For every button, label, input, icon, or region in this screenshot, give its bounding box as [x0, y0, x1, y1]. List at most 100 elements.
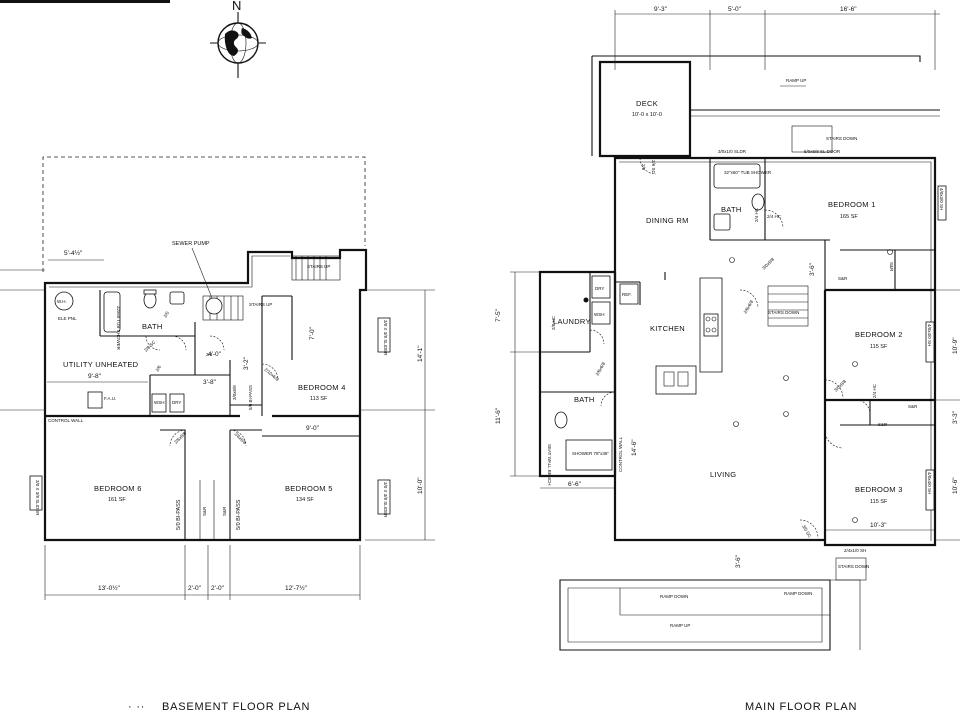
- bath-top-label: BATH: [721, 205, 742, 214]
- main-dim-14-6: 14'-6": [631, 439, 638, 456]
- dim-12-7: 12'-7½": [285, 584, 308, 592]
- utility-room-label: UTILITY UNHEATED: [63, 360, 139, 369]
- basement-door-210: 2/10x6/8: [263, 367, 280, 382]
- dim-3-2: 3'-2": [243, 356, 250, 370]
- basement-door-26c: 2/6x6/8: [233, 431, 247, 445]
- basement-stairs-up-label: STAIRS UP: [307, 264, 330, 269]
- main-window-r1-label: 4/0x3/0 SH: [939, 188, 944, 210]
- dim-2-0a: 2'-0": [188, 585, 202, 592]
- main-door-30: 3/0x6/8: [761, 256, 775, 270]
- main-dim-10-9: 10'-9": [952, 337, 959, 354]
- basement-window-r1: [377, 317, 391, 353]
- basement-dryer-label: DRY: [172, 400, 181, 405]
- bedroom-5-area: 134 SF: [296, 497, 314, 503]
- stairs-down-mid: STAIRS DOWN: [768, 310, 799, 315]
- main-washer-icon: [591, 301, 611, 325]
- basement-door-30: 3/0x6/8: [232, 385, 237, 400]
- main-door-26b: 2/6x6/8: [595, 361, 607, 377]
- main-dim-3-6b: 3'-6": [735, 554, 742, 568]
- bedroom-6-label: BEDROOM 6: [94, 484, 142, 493]
- range-icon: [703, 313, 719, 337]
- upper-footprint-dashed: [42, 156, 366, 272]
- main-door-24sh: 2/4x1/0 SH: [844, 548, 866, 553]
- main-door-26sc: 2/6 SC: [651, 160, 656, 175]
- living-room-label: LIVING: [710, 470, 736, 479]
- front-ramp: [559, 579, 831, 651]
- main-door-26c: 2/6x6/8: [743, 299, 755, 315]
- basement-sr-1: S&R: [202, 506, 207, 516]
- basement-bath-label: BATH: [142, 322, 163, 331]
- compass-north-label: N: [232, 0, 241, 13]
- dim-9-0: 9'-0": [306, 425, 320, 432]
- deck-outline: [598, 60, 692, 158]
- compass: N: [210, 0, 266, 78]
- main-washer-label: WSH: [594, 312, 605, 317]
- main-door-24: 2/4 HC: [767, 214, 782, 219]
- basement-window-r1-label: 3/0 X 3/8 SLIDER: [383, 320, 388, 356]
- dim-9-8: 9'-8": [88, 373, 102, 380]
- main-window-r3: [925, 469, 935, 511]
- main-dim-11-6: 11'-6": [495, 407, 502, 424]
- main-outer-wall: [613, 156, 937, 547]
- bedroom-6-area: 161 SF: [108, 497, 126, 503]
- basement-sr-2: S&R: [222, 506, 227, 516]
- ramp-down-1: RAMP DOWN: [660, 594, 688, 599]
- kitchen-island: [655, 365, 697, 395]
- main-dryer-icon: [591, 275, 611, 299]
- stairs-down-top: STAIRS DOWN: [826, 136, 857, 141]
- stairs-down-bot: STAIRS DOWN: [838, 564, 869, 569]
- main-window-r3-label: 4/0x4/0 SH: [927, 472, 932, 494]
- main-dim-3-3: 3'-3": [952, 410, 959, 424]
- laundry-wing: [538, 270, 615, 478]
- dim-14-1: 14'-1": [417, 345, 424, 362]
- water-heater-label: W.H.: [57, 299, 67, 304]
- title-block-bar: [0, 0, 170, 3]
- main-dim-5-0: 5'-0": [728, 6, 742, 13]
- ramp-down-2: RAMP DOWN: [784, 591, 812, 596]
- main-window-r2-label: 4/0x4/0 SH: [927, 324, 932, 346]
- bedroom-5-label: BEDROOM 5: [285, 484, 333, 493]
- dim-10-0: 10'-0": [417, 477, 424, 494]
- main-plan-title: MAIN FLOOR PLAN: [745, 701, 857, 713]
- bedroom-3-label: BEDROOM 3: [855, 485, 903, 494]
- main-toilet-icon-2: [554, 411, 568, 429]
- basement-window-r2-label: 3/0 X 3/8 SLIDER: [383, 482, 388, 518]
- basement-stairs-up-label-2: STAIRS UP: [249, 302, 272, 307]
- main-control-wall: CONTROL WALL: [618, 436, 623, 472]
- dim-13-0: 13'-0½": [98, 584, 121, 592]
- main-dryer-label: DRY: [595, 286, 604, 291]
- main-window-r2: [925, 321, 935, 363]
- sewer-pump-label: SEWER PUMP: [172, 241, 210, 247]
- main-toilet-icon-1: [751, 193, 765, 211]
- basement-door-24: 2/4: [206, 352, 213, 357]
- dim-4-0: 4'-0": [208, 351, 222, 358]
- basement-window-left-label: 3/0 X 3/8 SLIDER: [35, 480, 40, 516]
- main-door-24c: 2/4 HC: [872, 383, 877, 398]
- basement-bipass-3: 5/0 BI-PASS: [248, 385, 253, 410]
- basement-window-r2: [377, 479, 391, 515]
- bipass-label-1: 5/0 BI-PASS: [176, 499, 182, 530]
- sewer-pump-icon: [205, 297, 223, 315]
- basement-title-prefix: · ··: [128, 701, 145, 713]
- sldr-label: 3/0x1/0 SLDR: [718, 149, 747, 154]
- basement-tub-label: 32x60 TUB SHOWER: [116, 306, 121, 351]
- dim-3-8: 3'-8": [203, 379, 217, 386]
- ramp-up-bottom: RAMP UP: [670, 623, 690, 628]
- basement-plan-title: BASEMENT FLOOR PLAN: [162, 701, 310, 713]
- main-sink-icon-1: [713, 213, 731, 231]
- bedroom-1-label: BEDROOM 1: [828, 200, 876, 209]
- main-dim-10-3: 10'-3": [870, 522, 887, 529]
- main-door-24b: 2/4 HC: [754, 207, 759, 222]
- basement-plan: STAIRS UP STAIRS UP 32x60 TUB SHOWER BAT…: [0, 156, 435, 713]
- sl-door-label: 5/0x6/8 SL DOOR: [804, 149, 841, 154]
- basement-sink-icon: [169, 291, 185, 305]
- fau-label: F.A.U.: [104, 396, 116, 401]
- main-sr-2: S&R: [889, 262, 894, 272]
- bath-lower-label: BATH: [574, 395, 595, 404]
- main-door-30b: 3/0x6/8: [833, 378, 847, 392]
- bedroom-4-area: 113 SF: [310, 396, 328, 402]
- main-sr-3: S&R: [908, 404, 918, 409]
- bedroom-2-area: 115 SF: [870, 344, 888, 350]
- shower-label: SHOWER 78"x36": [572, 451, 609, 456]
- main-sr-4: S&R: [878, 422, 888, 427]
